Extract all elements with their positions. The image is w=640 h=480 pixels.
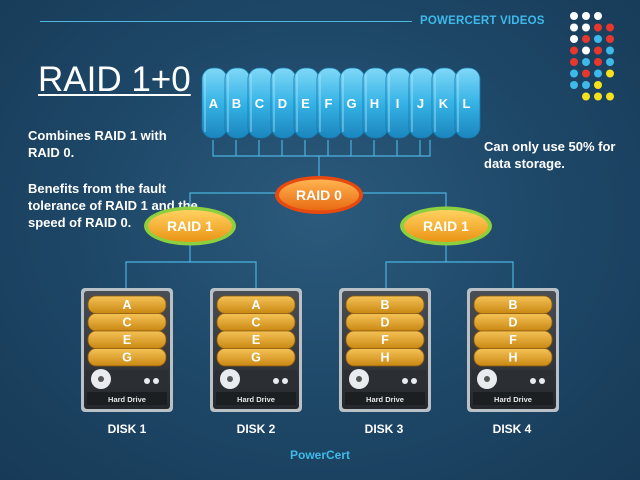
disk-block: D bbox=[473, 313, 553, 332]
stripe-block-label: I bbox=[396, 96, 400, 111]
brand-header: POWERCERT VIDEOS bbox=[420, 15, 545, 27]
indicator-light bbox=[411, 378, 417, 384]
disk-label-1: DISK 1 bbox=[107, 422, 147, 436]
disk-label-4: DISK 4 bbox=[492, 422, 532, 436]
footer-brand: PowerCert bbox=[289, 448, 351, 462]
disk-block: G bbox=[87, 348, 167, 367]
stripe-block: L bbox=[454, 67, 481, 139]
disk-block: B bbox=[345, 295, 425, 314]
disk-block-label: F bbox=[381, 333, 389, 347]
disk-block-label: A bbox=[122, 298, 131, 312]
raid0-node: RAID 0 bbox=[275, 176, 363, 214]
indicator-light bbox=[402, 378, 408, 384]
disk-block-label: C bbox=[251, 316, 260, 330]
disk-block: E bbox=[216, 330, 296, 349]
disk-block-label: E bbox=[252, 333, 260, 347]
spindle-icon bbox=[477, 369, 497, 389]
connector-lines bbox=[125, 140, 514, 290]
raid1-right-label: RAID 1 bbox=[423, 218, 469, 234]
stripe-block-label: H bbox=[370, 96, 379, 111]
disk-block-label: G bbox=[251, 351, 261, 365]
stripe-block: J bbox=[408, 67, 435, 139]
disk-block-label: B bbox=[508, 298, 517, 312]
hard-drive-label: Hard Drive bbox=[237, 395, 275, 404]
disk-block: A bbox=[87, 295, 167, 314]
disk-block-label: H bbox=[380, 351, 389, 365]
disk-block: F bbox=[345, 330, 425, 349]
disk-block-label: G bbox=[122, 351, 132, 365]
stripe-block: F bbox=[316, 67, 343, 139]
indicator-light bbox=[153, 378, 159, 384]
stripe-block-label: D bbox=[278, 96, 287, 111]
description-combines: Combines RAID 1 with RAID 0. bbox=[28, 128, 167, 160]
disk-block: F bbox=[473, 330, 553, 349]
page-title: RAID 1+0 bbox=[38, 60, 191, 99]
stripe-block: B bbox=[224, 67, 251, 139]
disk-block-label: A bbox=[251, 298, 260, 312]
disk-block-label: C bbox=[122, 316, 131, 330]
disk-block-label: D bbox=[380, 316, 389, 330]
indicator-light bbox=[144, 378, 150, 384]
spindle-icon bbox=[91, 369, 111, 389]
disk-block: H bbox=[473, 348, 553, 367]
disk-block: E bbox=[87, 330, 167, 349]
spindle-icon bbox=[220, 369, 240, 389]
stripe-block-label: L bbox=[463, 96, 471, 111]
stripe-block: D bbox=[270, 67, 297, 139]
stripe-block: G bbox=[339, 67, 366, 139]
disk-block: B bbox=[473, 295, 553, 314]
stripe-block-label: A bbox=[209, 96, 219, 111]
stripe-block-label: C bbox=[255, 96, 265, 111]
stripe-block: I bbox=[385, 67, 412, 139]
description-benefits: Benefits from the fault tolerance of RAI… bbox=[28, 181, 198, 230]
stripe-block-label: E bbox=[301, 96, 310, 111]
stripe-block: E bbox=[293, 67, 320, 139]
stripe-block: C bbox=[247, 67, 274, 139]
disk-block: A bbox=[216, 295, 296, 314]
disk-block: C bbox=[87, 313, 167, 332]
stripe-block-label: B bbox=[232, 96, 241, 111]
disk-block: D bbox=[345, 313, 425, 332]
stripe-block-label: K bbox=[439, 96, 449, 111]
indicator-light bbox=[282, 378, 288, 384]
stripe-block-label: F bbox=[325, 96, 333, 111]
disk-block-label: H bbox=[508, 351, 517, 365]
indicator-light bbox=[273, 378, 279, 384]
raid1-left-label: RAID 1 bbox=[167, 218, 213, 234]
disk-block-label: E bbox=[123, 333, 131, 347]
disk-block: H bbox=[345, 348, 425, 367]
header-rule bbox=[40, 21, 412, 22]
hard-drive-label: Hard Drive bbox=[494, 395, 532, 404]
stripe-block-label: J bbox=[417, 96, 424, 111]
raid1-left-node: RAID 1 bbox=[144, 206, 236, 246]
disk-block: G bbox=[216, 348, 296, 367]
disk-block-label: D bbox=[508, 316, 517, 330]
stripe-block: A bbox=[201, 67, 228, 139]
disk-block: C bbox=[216, 313, 296, 332]
raid0-label: RAID 0 bbox=[296, 187, 342, 203]
description-storage: Can only use 50% for data storage. bbox=[484, 139, 616, 171]
stripe-block-label: G bbox=[346, 96, 356, 111]
stripe-block: H bbox=[362, 67, 389, 139]
indicator-light bbox=[530, 378, 536, 384]
disk-block-label: F bbox=[509, 333, 517, 347]
indicator-light bbox=[539, 378, 545, 384]
disk-block-label: B bbox=[380, 298, 389, 312]
hard-drive-label: Hard Drive bbox=[108, 395, 146, 404]
hard-drive-label: Hard Drive bbox=[366, 395, 404, 404]
disk-label-3: DISK 3 bbox=[364, 422, 404, 436]
stripe-block: K bbox=[431, 67, 458, 139]
spindle-icon bbox=[349, 369, 369, 389]
disk-label-2: DISK 2 bbox=[236, 422, 276, 436]
decorative-dot-grid bbox=[570, 12, 614, 101]
raid1-right-node: RAID 1 bbox=[400, 206, 492, 246]
